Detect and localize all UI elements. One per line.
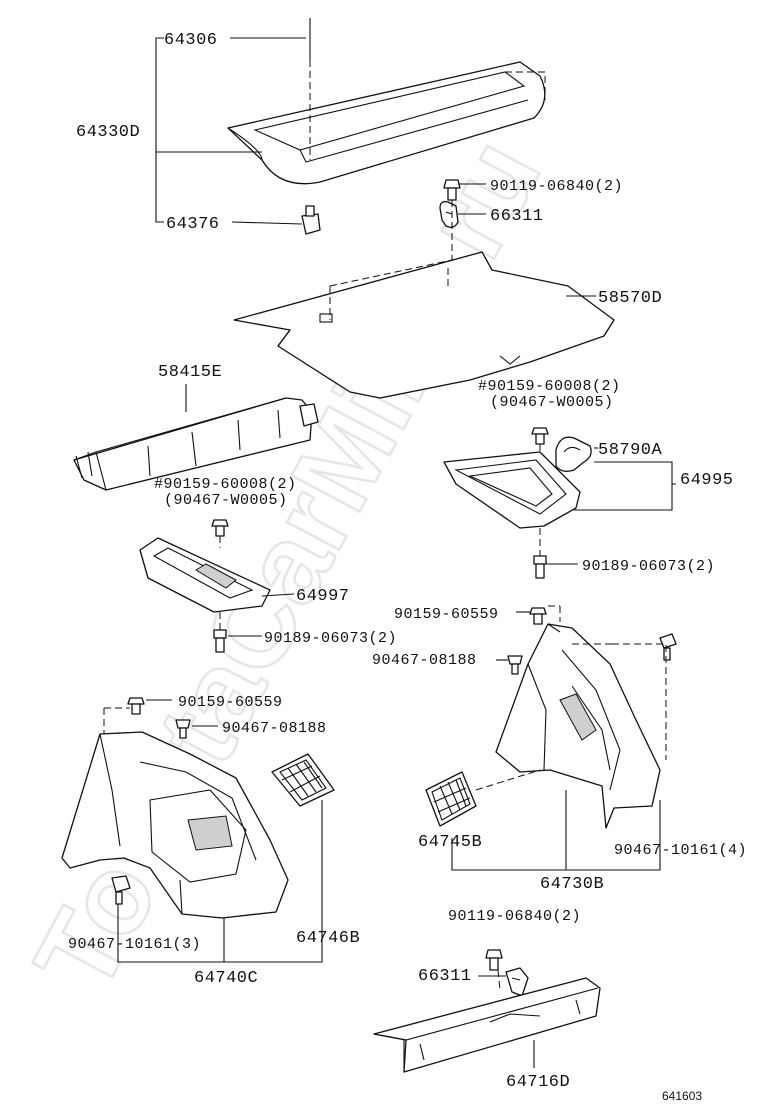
callout-64376: 64376 bbox=[166, 215, 220, 234]
callout-90467-08188-right: 90467-08188 bbox=[372, 652, 477, 669]
vent-64745B bbox=[425, 771, 477, 827]
callout-90467-08188-left: 90467-08188 bbox=[222, 720, 327, 737]
deck-board-58415E bbox=[73, 397, 319, 491]
leader-64376 bbox=[231, 221, 303, 225]
callout-90159-60559-left: 90159-60559 bbox=[178, 694, 283, 711]
tray-64995 bbox=[443, 451, 581, 529]
callout-64745B: 64745B bbox=[418, 833, 482, 852]
bracket-64730B bbox=[451, 790, 661, 871]
bolt-90119-bottom bbox=[485, 949, 503, 971]
clip-90467-08188-left bbox=[175, 719, 191, 739]
callout-64746B: 64746B bbox=[296, 929, 360, 948]
callout-90467-W0005-right: (90467-W0005) bbox=[490, 394, 614, 411]
callout-64330D: 64330D bbox=[76, 123, 140, 142]
callout-90119-top: 90119-06840(2) bbox=[490, 178, 623, 195]
callout-90467-10161-3: 90467-10161(3) bbox=[68, 936, 201, 953]
floor-mat-58570D bbox=[233, 251, 615, 399]
callout-64740C: 64740C bbox=[194, 969, 258, 988]
bracket-64995 bbox=[574, 461, 676, 511]
callout-90189-right: 90189-06073(2) bbox=[582, 558, 715, 575]
callout-90467-10161-4: 90467-10161(4) bbox=[614, 842, 747, 859]
hook-66311-bottom bbox=[505, 967, 529, 997]
callout-64730B: 64730B bbox=[540, 875, 604, 894]
quarter-trim-64740C bbox=[61, 731, 289, 919]
callout-64716D: 64716D bbox=[506, 1073, 570, 1092]
callout-58790A: 58790A bbox=[598, 441, 663, 460]
figure-number: 641603 bbox=[662, 1089, 702, 1103]
bracket-64740C bbox=[117, 800, 323, 963]
clip-90467-08188-right bbox=[507, 655, 523, 675]
callout-90119-bottom: 90119-06840(2) bbox=[448, 908, 581, 925]
leader-64997 bbox=[261, 593, 295, 597]
package-tray-64330D bbox=[227, 61, 546, 185]
callout-90467-W0005-left: (90467-W0005) bbox=[164, 492, 288, 509]
callout-58415E: 58415E bbox=[158, 363, 222, 382]
strap-58790A bbox=[555, 436, 592, 472]
quarter-trim-64730B bbox=[495, 623, 661, 829]
callout-90159-60008-right: #90159-60008(2) bbox=[478, 378, 621, 395]
clip-90467-10161-left bbox=[111, 875, 131, 905]
screw-90159-left bbox=[211, 519, 229, 537]
tray-64997 bbox=[139, 537, 271, 613]
screw-90159-60559-left bbox=[127, 697, 145, 715]
callout-58570D: 58570D bbox=[598, 289, 662, 308]
bolt-90189-left bbox=[213, 629, 227, 653]
bracket-64330D bbox=[155, 37, 262, 223]
callout-90159-60008-left: #90159-60008(2) bbox=[154, 476, 297, 493]
callout-64997: 64997 bbox=[296, 587, 350, 606]
screw-90159-right bbox=[531, 427, 549, 445]
callout-64995: 64995 bbox=[680, 471, 734, 490]
callout-90189-left: 90189-06073(2) bbox=[264, 630, 397, 647]
callout-66311-bottom: 66311 bbox=[418, 967, 472, 986]
callout-66311-top: 66311 bbox=[490, 207, 544, 226]
hook-66311-top bbox=[439, 200, 459, 228]
vent-64746B bbox=[271, 753, 335, 807]
dash-right-trim bbox=[572, 643, 667, 760]
callout-64306: 64306 bbox=[164, 31, 218, 50]
callout-90159-60559-right: 90159-60559 bbox=[394, 606, 499, 623]
clip-64376 bbox=[301, 205, 321, 235]
clip-90467-10161-right bbox=[659, 633, 677, 661]
sill-plate-64716D bbox=[373, 977, 601, 1073]
screw-90159-60559-right bbox=[529, 607, 547, 625]
dash-left-trim bbox=[103, 707, 130, 736]
bolt-90189-right bbox=[533, 555, 547, 579]
